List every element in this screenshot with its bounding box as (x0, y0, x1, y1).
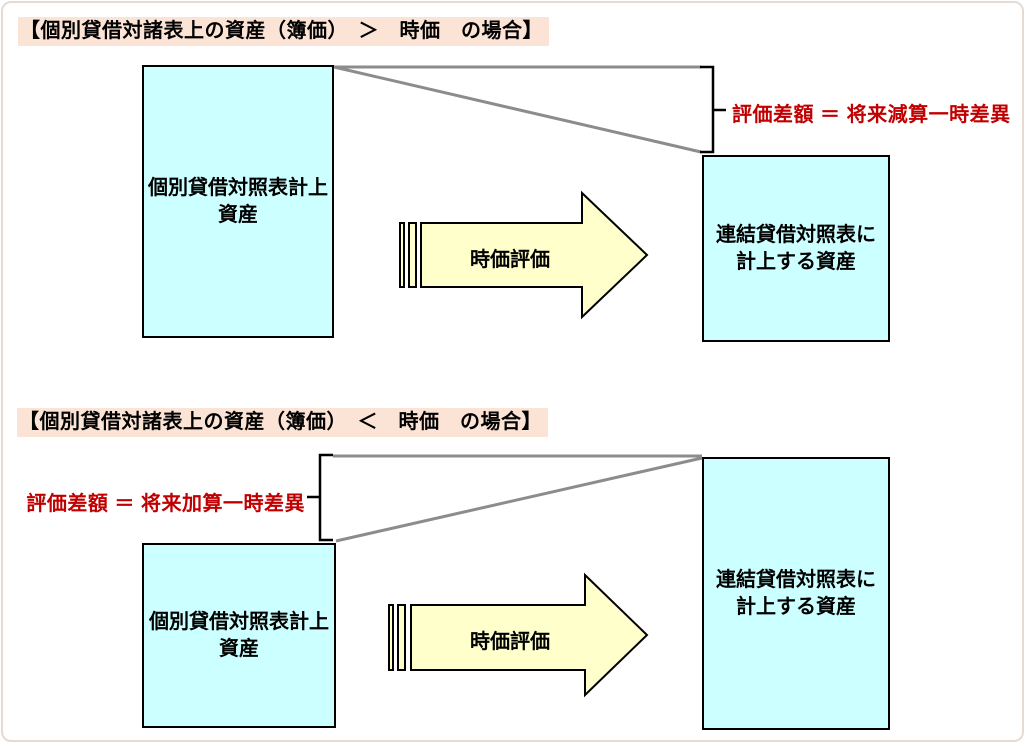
consolidated-bs-asset-box-2: 連結貸借対照表に 計上する資産 (702, 457, 890, 730)
connector-line-diagonal-2 (335, 456, 703, 543)
arrow-label-1: 時価評価 (470, 249, 550, 271)
section-2-title: 【個別貸借対諸表上の資産（簿価） ＜ 時価 の場合】 (17, 408, 548, 437)
individual-bs-asset-label-2: 個別貸借対照表計上 資産 (149, 610, 329, 660)
connector-line-diagonal-1 (333, 65, 702, 154)
arrow-stripe-thin-1 (399, 222, 405, 288)
arrow-label-2: 時価評価 (470, 631, 550, 653)
arrow-body-2 (410, 572, 649, 698)
arrow-stripe-thin-2 (388, 604, 394, 671)
arrow-stripe-thick-1 (408, 222, 417, 288)
consolidated-bs-asset-label-1: 連結貸借対照表に 計上する資産 (716, 223, 876, 273)
difference-bracket-1 (700, 65, 726, 154)
consolidated-bs-asset-box-1: 連結貸借対照表に 計上する資産 (702, 155, 890, 342)
individual-bs-asset-box-1: 個別貸借対照表計上 資産 (142, 65, 334, 338)
fair-value-striped-arrow-1 (399, 190, 649, 320)
fair-value-striped-arrow-2 (388, 572, 649, 698)
individual-bs-asset-box-2: 個別貸借対照表計上 資産 (142, 543, 336, 728)
difference-label-1: 評価差額 ＝ 将来減算一時差異 (732, 104, 1011, 126)
difference-label-2: 評価差額 ＝ 将来加算一時差異 (26, 493, 305, 515)
section-1-title: 【個別貸借対諸表上の資産（簿価） ＞ 時価 の場合】 (18, 17, 549, 46)
arrow-stripe-thick-2 (397, 604, 406, 671)
arrow-body-1 (420, 190, 649, 320)
consolidated-bs-asset-label-2: 連結貸借対照表に 計上する資産 (716, 568, 876, 618)
individual-bs-asset-label-1: 個別貸借対照表計上 資産 (148, 176, 328, 226)
difference-bracket-2 (307, 453, 333, 542)
